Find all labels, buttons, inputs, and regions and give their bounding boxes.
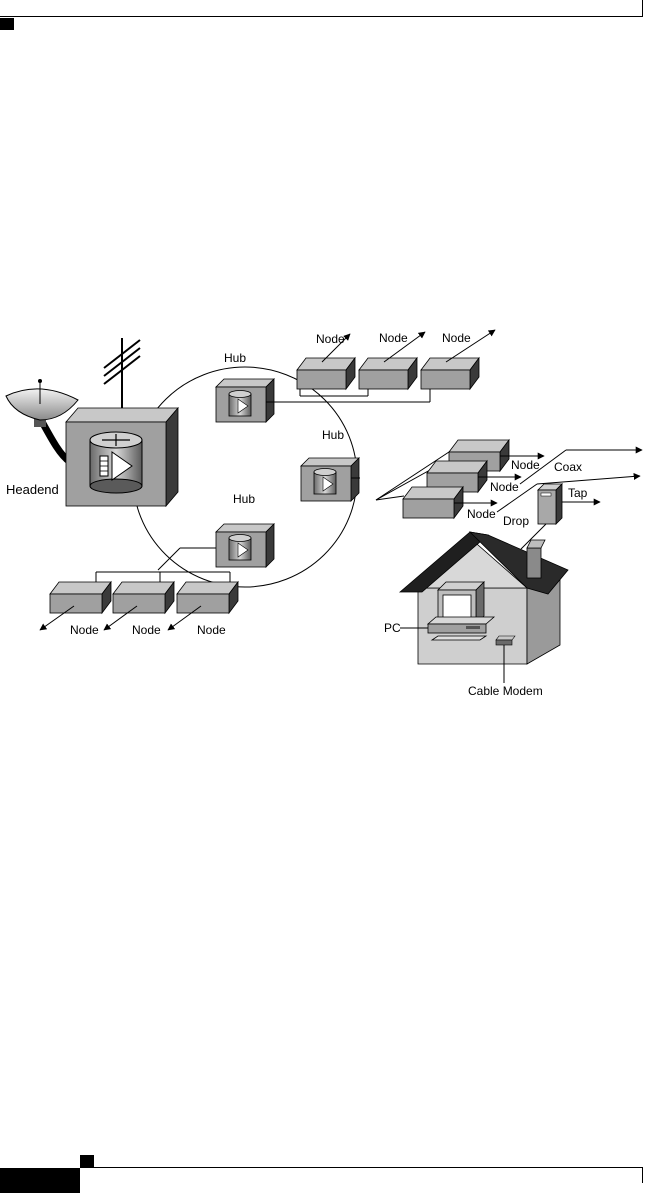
bottom-node-label: Node: [197, 623, 226, 637]
right-node-group: Node Node Node: [351, 438, 545, 521]
cable-modem-icon: [495, 635, 516, 646]
tap-box: [537, 483, 563, 525]
drop-label: Drop: [503, 514, 529, 528]
bottom-node-box: [103, 580, 175, 631]
right-node-label: Node: [467, 507, 496, 521]
top-node-box: [358, 331, 426, 391]
top-node-label: Node: [379, 331, 408, 345]
pc-label: PC: [384, 621, 401, 635]
hub-bottom-label: Hub: [233, 492, 255, 506]
coax-lines: [496, 446, 643, 513]
cable-modem-label: Cable Modem: [468, 684, 543, 698]
headend-label: Headend: [6, 482, 59, 497]
top-node-box: [420, 329, 496, 391]
top-corner-mark: [0, 18, 14, 30]
drop-line: [520, 523, 547, 550]
top-rule: [0, 16, 643, 17]
bottom-node-group: Node Node Node: [39, 547, 239, 637]
bottom-node-box: [39, 580, 112, 631]
antenna-icon: [103, 338, 141, 412]
hub-bottom-box: [215, 523, 275, 568]
top-node-label: Node: [316, 332, 345, 346]
top-node-label: Node: [442, 331, 471, 345]
top-rule-right-tick: [642, 0, 643, 17]
tap-label: Tap: [568, 486, 588, 500]
bottom-black-bar: [0, 1168, 80, 1193]
hub-right-label: Hub: [322, 428, 344, 442]
bottom-node-label: Node: [132, 623, 161, 637]
coax-label: Coax: [554, 460, 582, 474]
right-node-box: [402, 485, 464, 520]
top-node-group: Node Node Node: [266, 329, 496, 403]
bottom-rule-right-tick: [642, 1167, 643, 1183]
pc-icon: [426, 581, 496, 641]
top-node-box: [296, 333, 356, 391]
bottom-node-label: Node: [70, 623, 99, 637]
hub-right-box: [300, 457, 360, 502]
hub-top-box: [215, 378, 275, 423]
hub-top-label: Hub: [224, 351, 246, 365]
bottom-node-box: [167, 580, 239, 631]
bottom-corner-mark: [80, 1155, 94, 1167]
bottom-rule: [80, 1167, 643, 1168]
right-node-label: Node: [490, 480, 519, 494]
headend-box: [65, 406, 179, 508]
right-node-label: Node: [511, 458, 540, 472]
